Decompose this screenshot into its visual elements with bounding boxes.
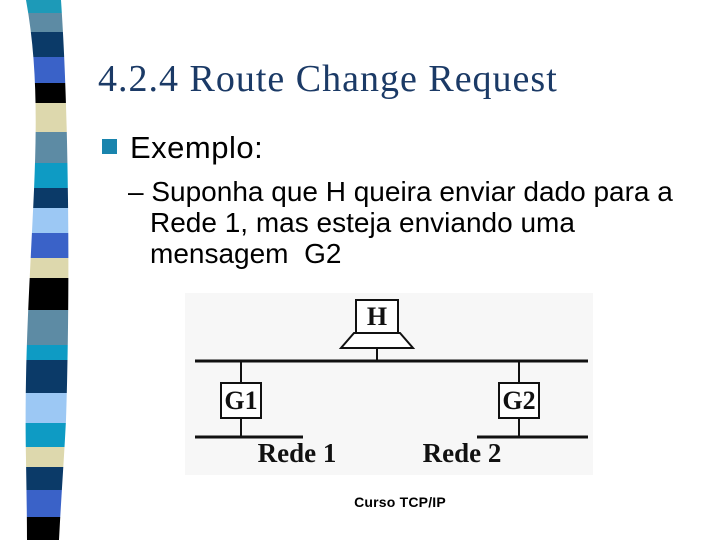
gateway1-label: G1 [224,386,257,415]
ribbon-band [25,360,69,393]
ribbon-band [25,132,69,163]
page-title: 4.2.4 Route Change Request [98,58,558,100]
host-monitor-base-icon [338,332,416,349]
ribbon-band [25,233,69,258]
ribbon-bands [25,0,69,540]
ribbon-band [25,103,69,132]
sub-bullet-text: – Suponha que H queira enviar dado para … [128,176,673,269]
gateway2-label: G2 [502,386,535,415]
ribbon-band [25,310,69,345]
ribbon-band [25,83,69,103]
ribbon-band [25,467,69,490]
ribbon-band [25,188,69,208]
ribbon-band [25,57,69,83]
ribbon-band [25,423,69,447]
ribbon-band [25,393,69,423]
network2-label: Rede 2 [423,438,502,468]
host-box [355,299,399,334]
ribbon-band [25,345,69,360]
gateway1-box [220,382,262,419]
ribbon-band [25,517,69,540]
ribbon-band [25,13,69,32]
ribbon-band [25,208,69,233]
tie-ribbon-graphic [25,0,69,540]
ribbon-band [25,447,69,467]
ribbon-band [25,278,69,310]
network-diagram: H G1 Rede 1 G2 Rede 2 [185,293,593,475]
ribbon-band [25,163,69,188]
host-label: H [367,302,387,331]
ribbon-band [25,32,69,57]
ribbon-band [25,490,69,517]
footer-text: Curso TCP/IP [354,494,446,510]
ribbon-band [25,0,69,13]
bullet-square-icon [102,139,117,154]
bullet-text: Exemplo: [130,130,264,165]
network1-label: Rede 1 [258,438,337,468]
ribbon-band [25,258,69,278]
